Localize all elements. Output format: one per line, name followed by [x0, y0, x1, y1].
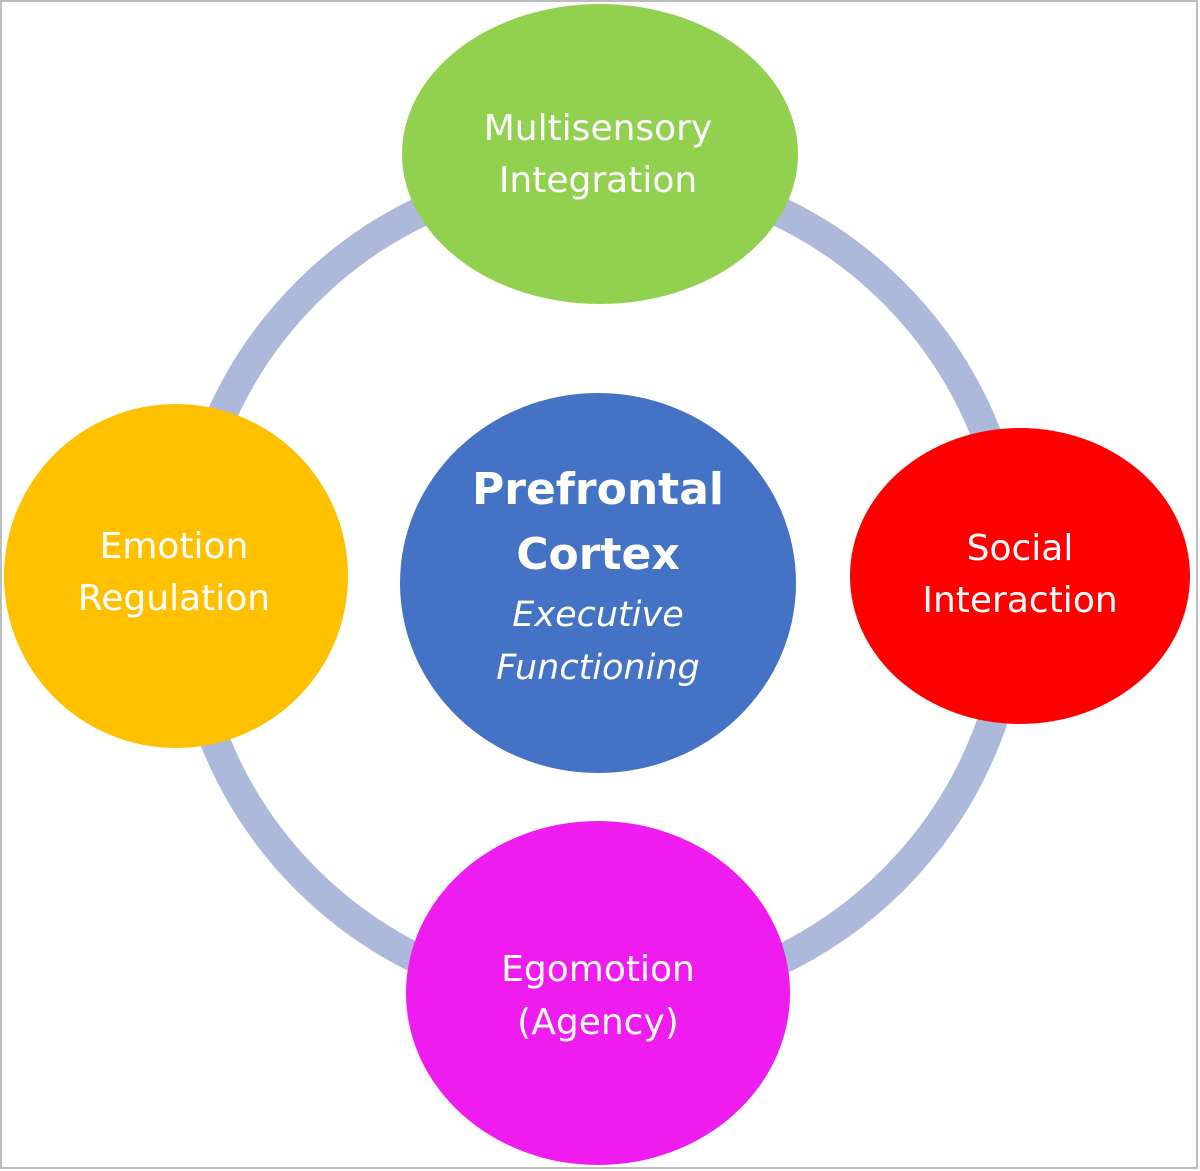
node-emotion-regulation: Emotion Regulation	[4, 404, 348, 748]
center-title-line2: Cortex	[516, 529, 679, 580]
center-subtitle-line2: Functioning	[496, 648, 700, 688]
center-subtitle-line1: Executive	[512, 595, 683, 635]
node-left-line2: Regulation	[78, 578, 270, 619]
node-left-line1: Emotion	[100, 526, 249, 567]
node-left-circle	[4, 404, 348, 748]
node-top-line1: Multisensory	[484, 108, 713, 149]
node-social-interaction: Social Interaction	[850, 428, 1190, 724]
node-right-line2: Interaction	[922, 580, 1117, 621]
node-bottom-circle	[406, 821, 790, 1165]
node-egomotion-agency: Egomotion (Agency)	[406, 821, 790, 1165]
center-title-line1: Prefrontal	[472, 464, 724, 515]
node-bottom-line1: Egomotion	[501, 949, 695, 990]
node-right-circle	[850, 428, 1190, 724]
node-multisensory-integration: Multisensory Integration	[402, 4, 798, 304]
node-top-line2: Integration	[499, 160, 697, 201]
node-top-circle	[402, 4, 798, 304]
node-right-line1: Social	[967, 528, 1074, 569]
center-circle	[400, 393, 796, 773]
center-node: Prefrontal Cortex Executive Functioning	[400, 393, 796, 773]
node-bottom-line2: (Agency)	[517, 1002, 679, 1043]
